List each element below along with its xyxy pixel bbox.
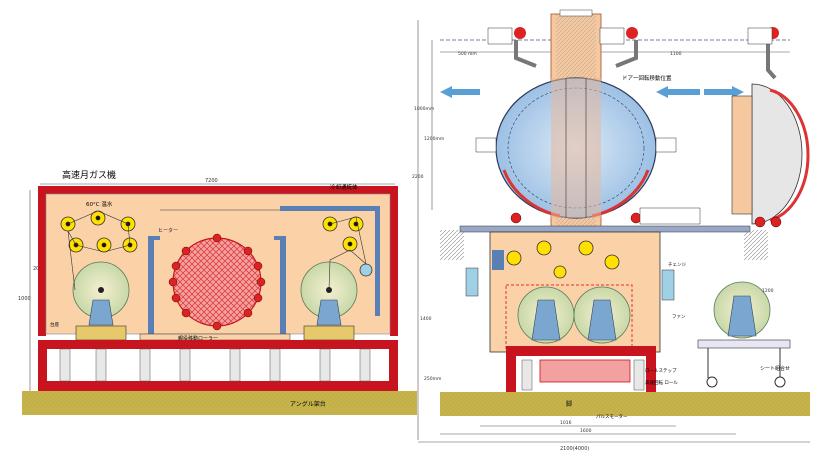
fan-label: ファン — [672, 314, 686, 320]
unpack-label: 高速回転 ロール — [645, 379, 678, 386]
door-move-label: ドア一回転移動位置 — [622, 74, 672, 82]
separator-right — [280, 236, 286, 336]
cooling-label: 冷却通統体 — [330, 183, 358, 191]
base-legs — [59, 348, 371, 382]
dim-2200: 2200 — [412, 174, 424, 180]
dim-250: 250mm — [424, 376, 441, 382]
frame-top-beam — [38, 186, 398, 194]
sphere-wheels — [510, 212, 782, 228]
base-top-beam — [38, 340, 398, 349]
side-cart — [697, 339, 791, 349]
dim-top: 7200 — [205, 178, 218, 184]
dim-left: 1000 — [18, 296, 31, 302]
dim-1016: 1016 — [560, 420, 572, 426]
dim-1200: 1200mm — [424, 136, 444, 142]
base-bottom-beam — [38, 381, 398, 391]
cooling-plate-side — [375, 206, 380, 316]
left-machine: 7200 1000 200 高速月ガス機 ヒーター — [18, 169, 417, 415]
left-title: 高速月ガス機 — [62, 169, 116, 181]
lower-rollers — [506, 240, 620, 279]
dim-total: 2100(4000) — [560, 446, 589, 452]
roller-label: 親役移動ローラー — [178, 335, 218, 342]
hot-water-label: 60°C 温水 — [86, 200, 113, 208]
heater-r-label: チェンジ — [668, 262, 686, 268]
lower-chamber — [489, 231, 661, 353]
dim-1000: 1000mm — [414, 106, 434, 112]
leg-label: 脚 — [566, 400, 572, 408]
pulse-label: パルスモーター — [596, 413, 628, 420]
dim-500: 500 mm — [458, 51, 477, 57]
dim-1200r: 1200 — [762, 288, 774, 294]
door-arrows — [440, 86, 744, 98]
top-hooks — [514, 27, 779, 80]
separator-left — [148, 236, 154, 336]
right-machine: 1000mm 1200mm 2200 1400 250mm 500 mm 110… — [412, 9, 810, 452]
cooling-plate-top — [280, 206, 380, 211]
dim-1100: 1100 — [670, 51, 682, 57]
frame-left-post — [38, 186, 46, 336]
sheet-label: シート組合せ — [760, 365, 790, 372]
frame-right-post — [390, 186, 398, 336]
roll-step-label: ロールステップ — [645, 368, 677, 374]
center-drum-bolts — [168, 233, 266, 331]
base-label: アングル架台 — [290, 400, 326, 408]
right-motor-block — [303, 325, 355, 341]
right-rollers — [322, 216, 373, 277]
dim-right: 200 — [33, 266, 43, 272]
side-label: 台座 — [50, 321, 59, 328]
heater-label: ヒーター — [158, 227, 178, 234]
dim-1400: 1400 — [420, 316, 432, 322]
left-motor-block — [75, 325, 127, 341]
right-base-top — [506, 346, 656, 356]
dim-1600: 1600 — [580, 428, 592, 434]
